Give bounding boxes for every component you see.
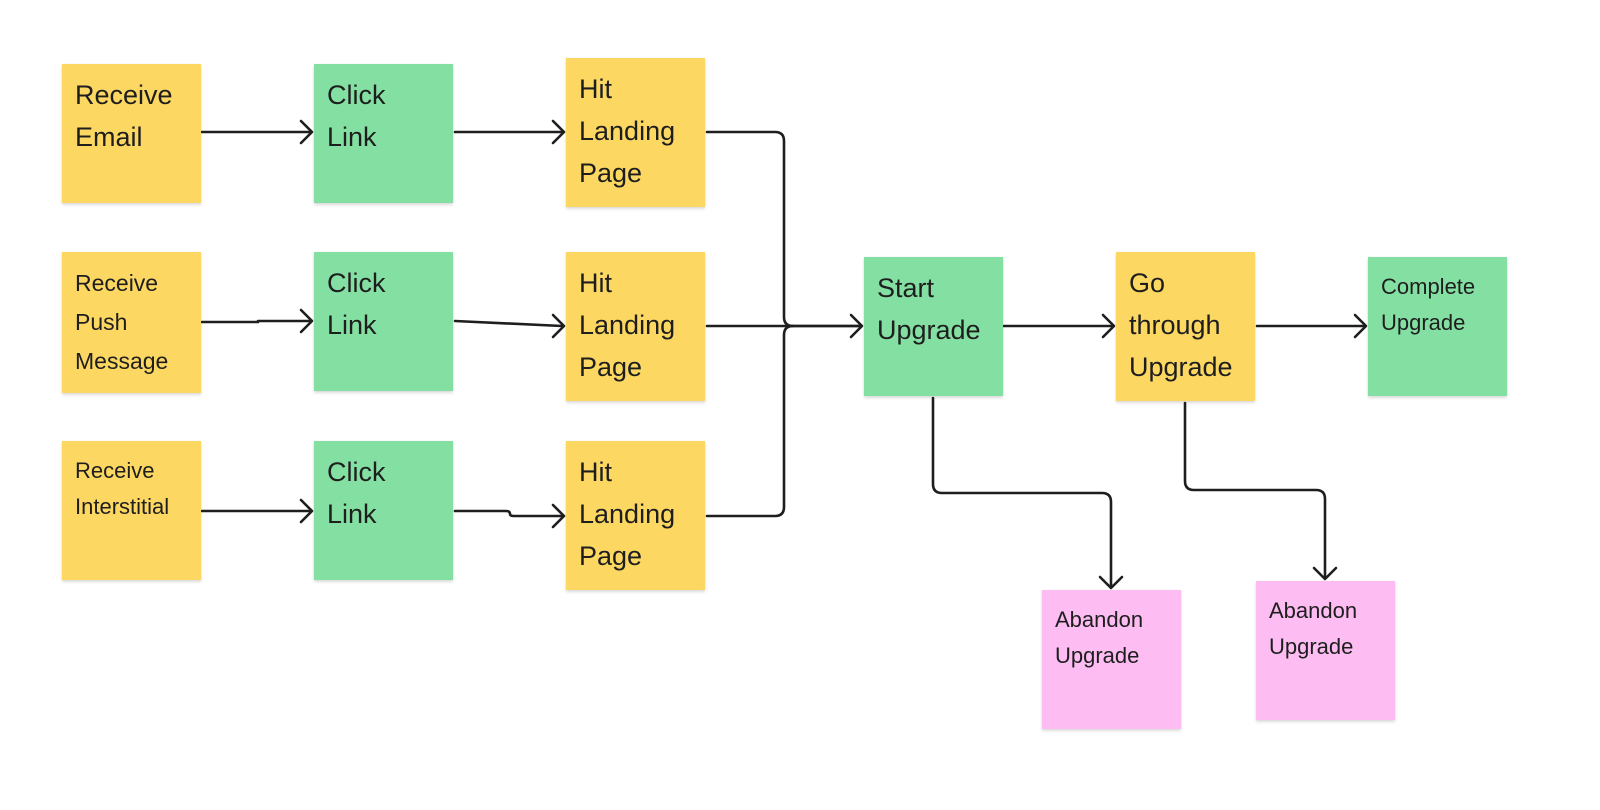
note-click-link-3[interactable]: Click Link: [314, 441, 453, 580]
note-hit-landing-page-1[interactable]: Hit Landing Page: [566, 58, 705, 207]
connector-hit-landing-1-to-start-upgrade: [705, 130, 862, 328]
connector-go-through-upgrade-to-abandon-upgrade-2: [1183, 401, 1327, 579]
connector-start-upgrade-to-abandon-upgrade-1: [931, 396, 1113, 588]
note-click-link-1[interactable]: Click Link: [314, 64, 453, 203]
note-hit-landing-page-3[interactable]: Hit Landing Page: [566, 441, 705, 590]
note-hit-landing-page-2[interactable]: Hit Landing Page: [566, 252, 705, 401]
arrowhead: [551, 313, 566, 339]
note-go-through-upgrade[interactable]: Go through Upgrade: [1116, 252, 1255, 401]
arrowhead: [1353, 313, 1368, 339]
arrowhead: [551, 119, 566, 145]
arrowhead: [551, 503, 566, 529]
arrowhead: [299, 119, 314, 145]
connector-click-link-3-to-hit-landing-3: [453, 509, 564, 518]
note-receive-push-message[interactable]: Receive Push Message: [62, 252, 201, 393]
note-abandon-upgrade-1[interactable]: Abandon Upgrade: [1042, 590, 1181, 729]
arrowhead: [849, 313, 864, 339]
note-receive-email[interactable]: Receive Email: [62, 64, 201, 203]
arrowhead: [1101, 313, 1116, 339]
arrowhead: [1098, 575, 1124, 590]
arrowhead: [299, 498, 314, 524]
arrowhead: [299, 308, 314, 334]
note-complete-upgrade[interactable]: Complete Upgrade: [1368, 257, 1507, 396]
note-click-link-2[interactable]: Click Link: [314, 252, 453, 391]
note-receive-interstitial[interactable]: Receive Interstitial: [62, 441, 201, 580]
connector-click-link-2-to-hit-landing-2: [453, 319, 564, 328]
connector-hit-landing-3-to-start-upgrade: [705, 324, 795, 518]
note-abandon-upgrade-2[interactable]: Abandon Upgrade: [1256, 581, 1395, 720]
arrowhead: [1312, 566, 1338, 581]
note-start-upgrade[interactable]: Start Upgrade: [864, 257, 1003, 396]
connector-receive-push-to-click-link-2: [200, 319, 312, 324]
